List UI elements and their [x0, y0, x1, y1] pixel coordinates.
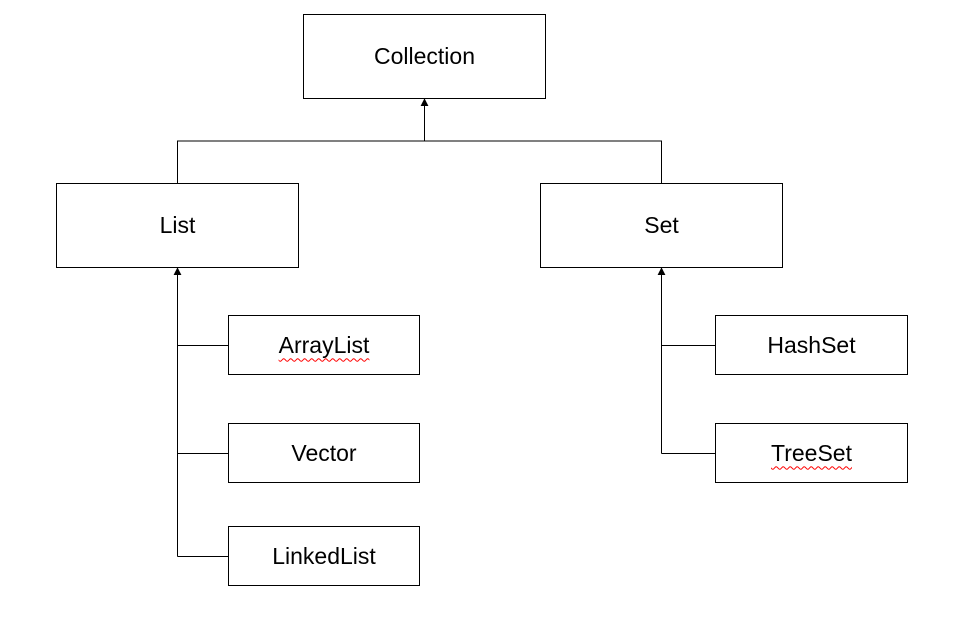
node-vector[interactable]: Vector: [228, 423, 420, 483]
edge-children-to-list: [173, 267, 228, 557]
node-collection-label: Collection: [374, 43, 475, 69]
node-set-label: Set: [644, 212, 679, 238]
node-treeset-label: TreeSet: [771, 439, 852, 466]
node-arraylist[interactable]: ArrayList: [228, 315, 420, 375]
node-arraylist-label: ArrayList: [278, 331, 370, 358]
edge-list-to-junction: [177, 140, 425, 183]
node-vector-label: Vector: [291, 439, 357, 466]
node-set[interactable]: Set: [540, 183, 783, 268]
edge-list-set-to-collection: [177, 98, 662, 183]
node-linkedlist[interactable]: LinkedList: [228, 526, 420, 586]
node-linkedlist-label: LinkedList: [272, 542, 376, 569]
node-hashset-label: HashSet: [767, 331, 856, 358]
edge-children-to-set: [657, 267, 715, 454]
node-hashset[interactable]: HashSet: [715, 315, 908, 375]
edge-set-to-junction: [424, 140, 662, 183]
node-list[interactable]: List: [56, 183, 299, 268]
node-collection[interactable]: Collection: [303, 14, 546, 99]
node-list-label: List: [159, 212, 196, 238]
node-treeset[interactable]: TreeSet: [715, 423, 908, 483]
